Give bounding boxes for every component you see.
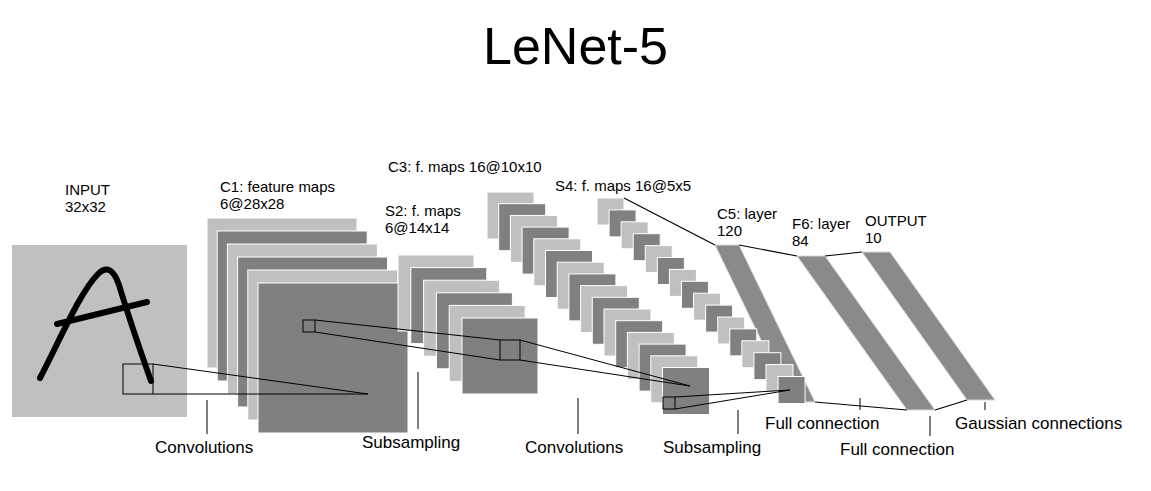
feature-map: [258, 283, 408, 433]
leader-line: [985, 402, 986, 410]
projection-line: [153, 394, 368, 395]
layer-node: S2: f. maps 6@14x14: [398, 255, 538, 394]
layer-node: F6: layer 84: [797, 256, 935, 410]
layer-node: S4: f. maps 16@5x5: [597, 198, 805, 404]
layer-node: OUTPUT 10: [862, 252, 995, 400]
leader-line: [860, 398, 861, 410]
full-connection-line: [739, 245, 907, 410]
layer-heading: F6: layer 84: [792, 216, 858, 249]
projection-line: [675, 390, 790, 409]
projection-line: [520, 360, 690, 386]
layer-heading: INPUT 32x32: [65, 182, 125, 215]
operation-caption: Convolutions: [525, 438, 623, 458]
projection-line: [675, 390, 790, 397]
operation-caption: Subsampling: [362, 433, 460, 453]
layer-node: INPUT 32x32: [12, 245, 187, 417]
layer-heading: S4: f. maps 16@5x5: [555, 178, 763, 195]
input-image: [12, 245, 187, 417]
leader-line: [578, 398, 579, 434]
full-connection-line: [624, 198, 715, 245]
layer-heading: C3: f. maps 16@10x10: [388, 159, 611, 176]
receptive-field: [500, 340, 520, 360]
leader-line: [738, 410, 739, 434]
receptive-field: [303, 320, 315, 332]
diagram-title: LeNet-5: [0, 18, 1151, 75]
receptive-field: [123, 364, 153, 394]
projection-line: [315, 332, 500, 360]
projection-line: [520, 340, 690, 386]
leader-line: [930, 416, 931, 436]
receptive-field: [663, 397, 675, 409]
operation-caption: Full connection: [765, 414, 879, 434]
layer-band: [797, 256, 935, 410]
layer-node: C5: layer 120: [715, 245, 815, 402]
layer-heading: S2: f. maps 6@14x14: [385, 203, 475, 236]
layer-node: C1: feature maps 6@28x28: [207, 218, 408, 433]
feature-map-stack: [207, 218, 408, 433]
layer-band: [862, 252, 995, 400]
letter-stroke: [57, 302, 147, 324]
full-connection-line: [825, 252, 967, 410]
feature-map-stack: [398, 255, 538, 394]
projection-line: [153, 364, 368, 394]
projection-line: [315, 320, 500, 340]
layer-heading: C1: feature maps 6@28x28: [220, 179, 350, 212]
layer-heading: C5: layer 120: [717, 206, 789, 239]
layer-heading: OUTPUT 10: [865, 213, 935, 246]
leader-line: [207, 400, 208, 434]
operation-caption: Full connection: [840, 440, 954, 460]
operation-caption: Convolutions: [155, 438, 253, 458]
layer-node: C3: f. maps 16@10x10: [487, 192, 710, 415]
operation-caption: Gaussian connections: [955, 414, 1122, 434]
operation-caption: Subsampling: [663, 438, 761, 458]
leader-line: [418, 372, 419, 429]
feature-map-stack: [597, 198, 805, 404]
